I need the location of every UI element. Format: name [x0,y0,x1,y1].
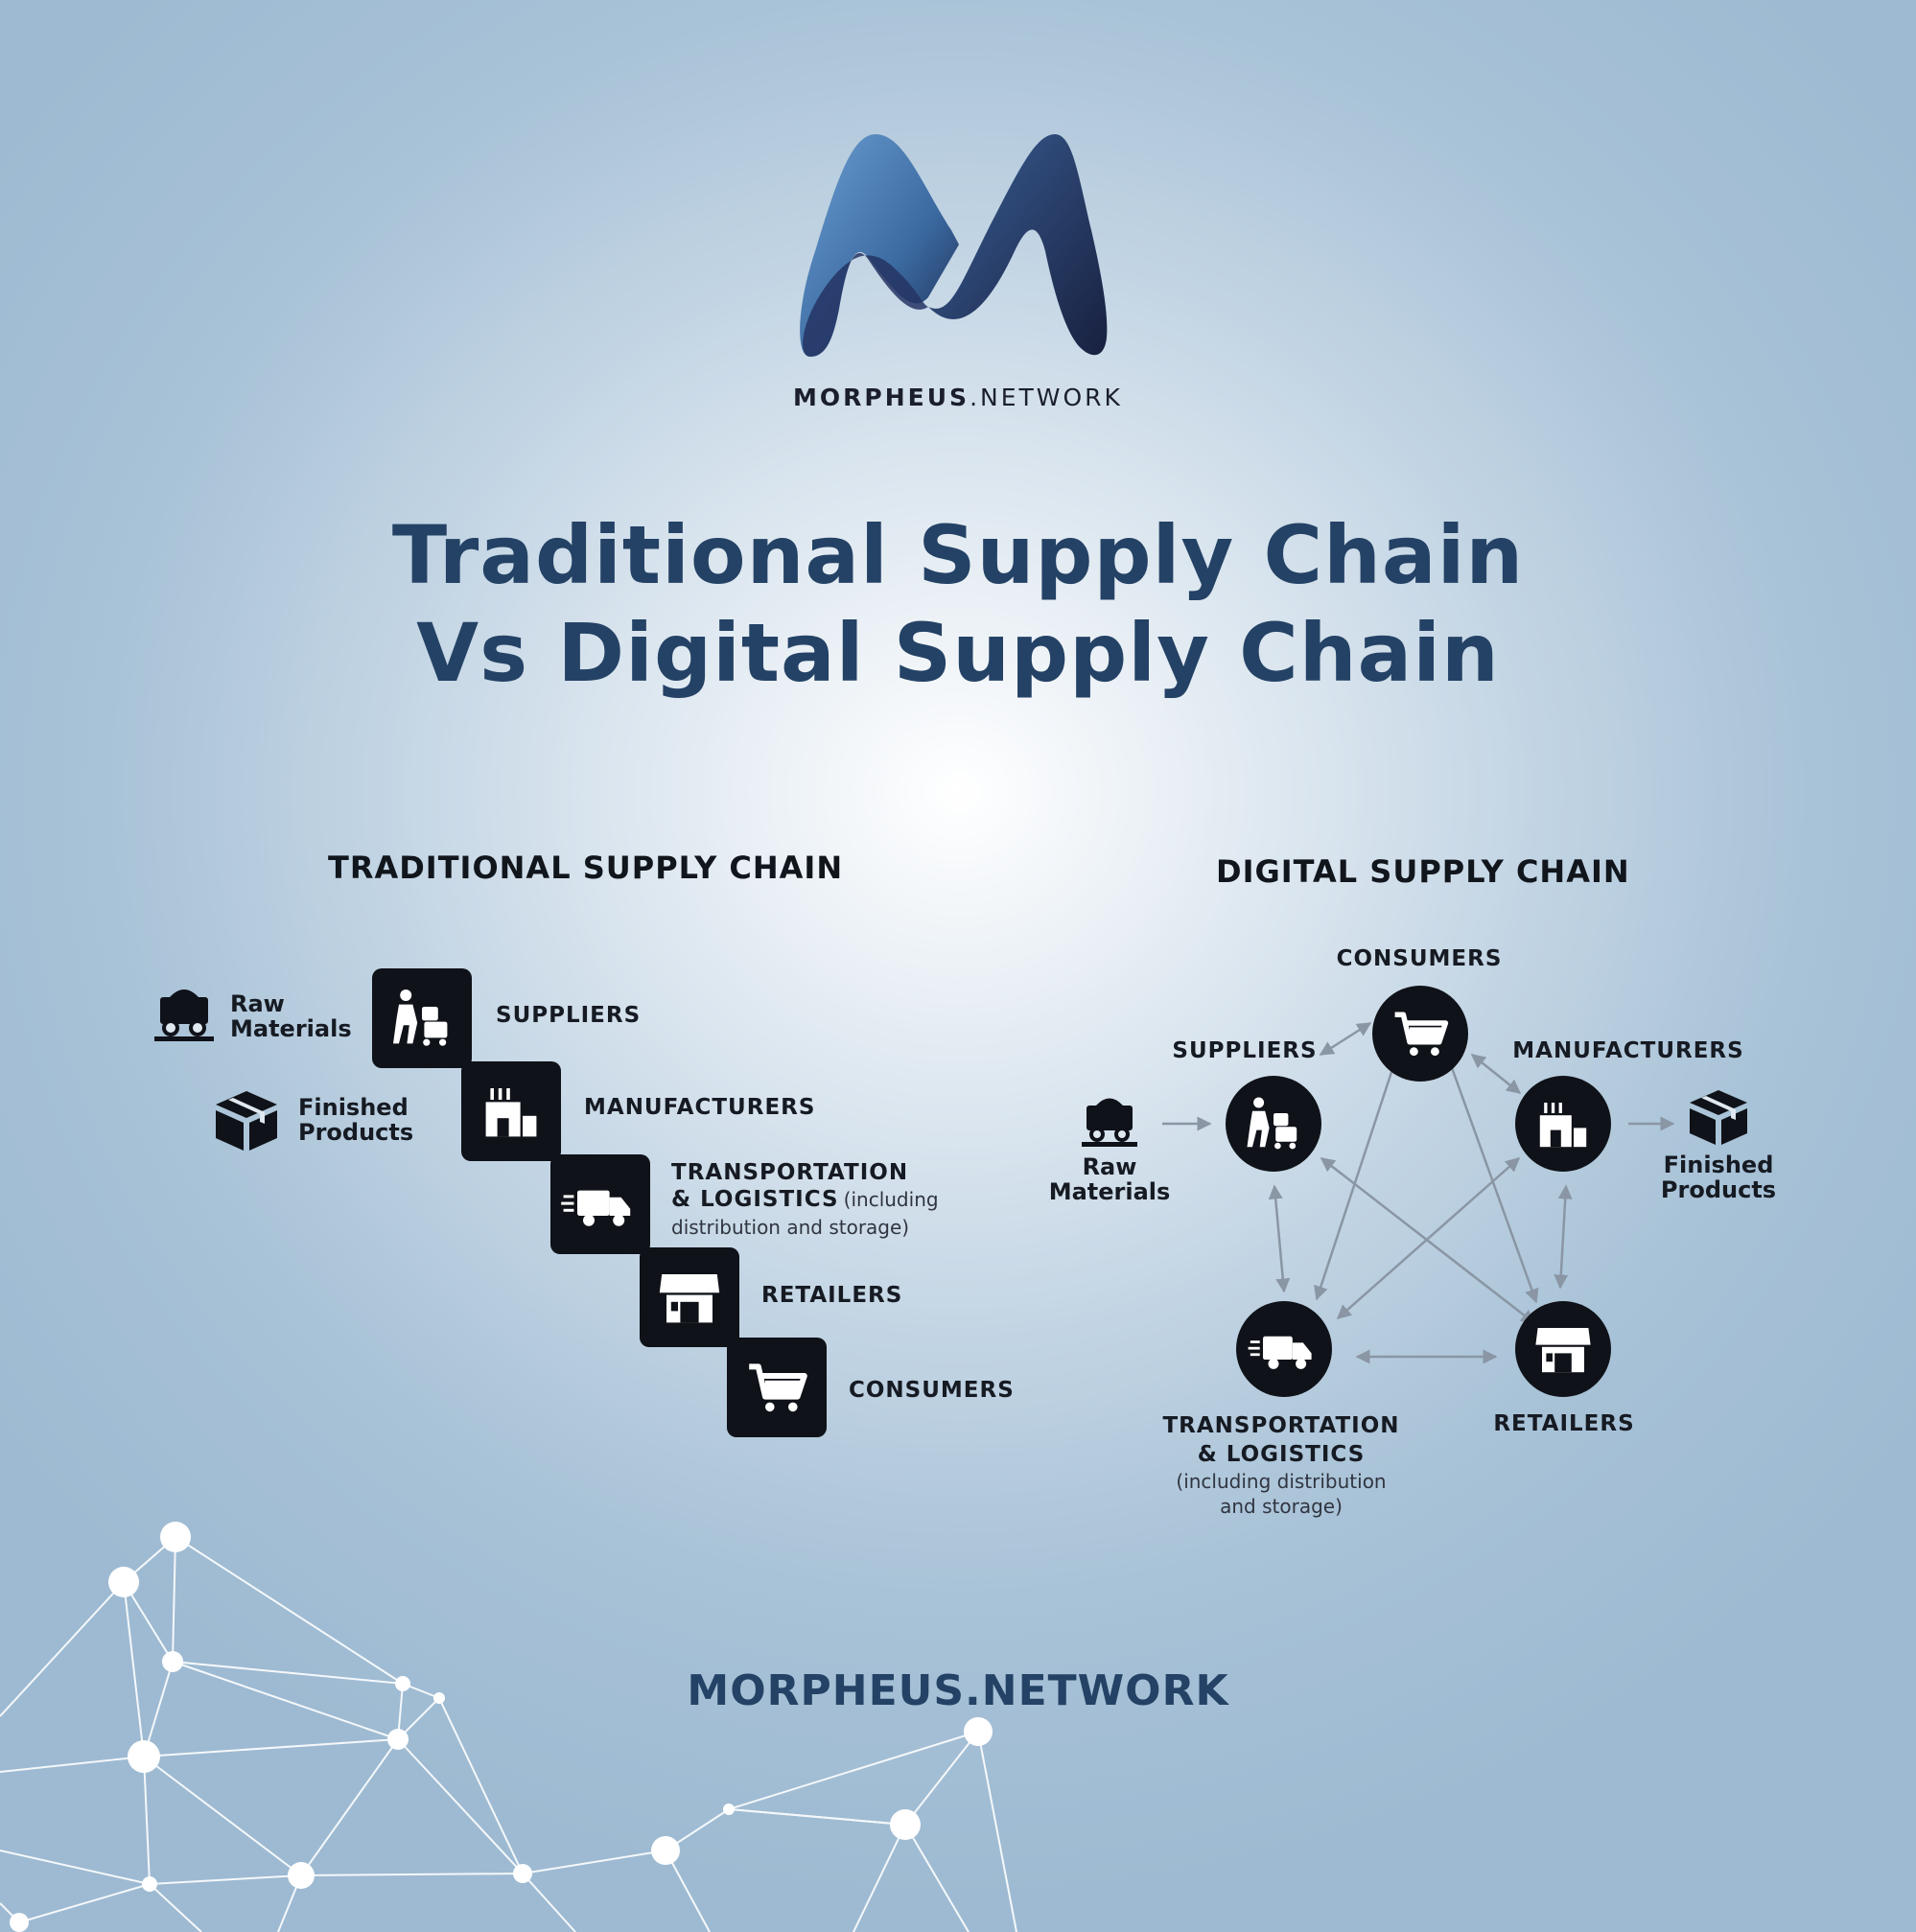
trad-label-transportation: TRANSPORTATION [671,1160,909,1185]
truck-icon [561,1190,631,1226]
dig-label-transportation: TRANSPORTATION & LOGISTICS (including di… [1162,1413,1400,1518]
box-icon [216,1091,277,1151]
mine-cart-icon [154,989,214,1041]
network-mesh-nodes [10,1522,993,1932]
trad-label-suppliers: SUPPLIERS [496,1003,642,1028]
supplier-icon [1247,1097,1297,1150]
dig-label-consumers: CONSUMERS [1336,946,1503,971]
trad-label-logistics: & LOGISTICS (including [671,1187,939,1212]
trad-label-retailers: RETAILERS [761,1283,903,1308]
arrow-suppliers-consumers [1319,1021,1372,1057]
mine-cart-icon-digital [1082,1098,1137,1147]
brand-wordmark: MORPHEUS.NETWORK [793,384,1123,411]
arrow-suppliers-retailers [1320,1157,1536,1324]
store-icon [659,1274,720,1323]
footer-url: MORPHEUS.NETWORK [687,1666,1229,1715]
trad-label-consumers: CONSUMERS [849,1378,1015,1403]
network-mesh-decoration [0,1536,1017,1932]
store-icon [1535,1328,1591,1373]
page-title-line-1: Traditional Supply Chain [391,508,1525,602]
digital-heading: DIGITAL SUPPLY CHAIN [1216,853,1630,890]
arrow-manufacturers-transport [1336,1157,1521,1319]
factory-icon [485,1088,537,1137]
page-title-line-2: Vs Digital Supply Chain [416,606,1500,700]
cart-icon [1394,1012,1449,1057]
arrow-consumers-transport [1314,1050,1401,1301]
trad-label-manufacturers: MANUFACTURERS [584,1095,816,1120]
traditional-heading: TRADITIONAL SUPPLY CHAIN [328,850,844,886]
arrow-manufacturers-retailers [1554,1184,1573,1290]
supplier-icon [393,989,448,1046]
cart-icon [749,1363,807,1412]
digital-connections [1162,1021,1675,1364]
factory-icon [1539,1103,1587,1148]
box-icon-digital [1690,1090,1747,1145]
dig-label-suppliers: SUPPLIERS [1172,1038,1318,1063]
dig-label-retailers: RETAILERS [1493,1411,1635,1436]
trad-label-transport-note: distribution and storage) [671,1216,910,1239]
arrow-suppliers-transport [1268,1184,1291,1293]
truck-icon [1248,1336,1312,1369]
dig-label-manufacturers: MANUFACTURERS [1512,1038,1744,1063]
morpheus-logo [800,134,1108,357]
